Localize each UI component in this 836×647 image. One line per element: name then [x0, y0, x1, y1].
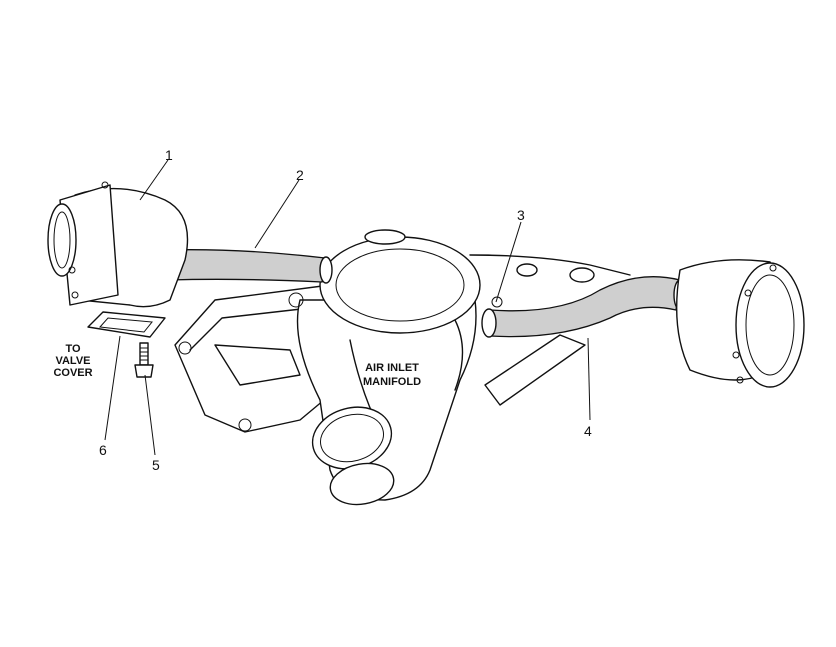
svg-text:AIR INLET: AIR INLET [365, 362, 419, 374]
right-air-hose [481, 276, 687, 338]
callout-4: 4 [584, 423, 592, 439]
callout-3: 3 [517, 207, 525, 223]
callout-5: 5 [152, 457, 160, 473]
callout-6: 6 [99, 442, 107, 458]
callout-1: 1 [165, 147, 173, 163]
svg-text:TO: TO [65, 343, 81, 355]
air-inlet-manifold-caption: AIR INLET MANIFOLD [363, 362, 421, 388]
left-air-cleaner [47, 181, 189, 308]
air-inlet-manifold-body [174, 229, 631, 506]
svg-text:MANIFOLD: MANIFOLD [363, 376, 421, 388]
callout-2: 2 [296, 167, 304, 183]
gasket [87, 311, 166, 338]
right-air-cleaner [675, 259, 805, 388]
leader-lines [104, 159, 591, 456]
to-valve-cover-caption: TO VALVE COVER [53, 343, 92, 379]
svg-text:COVER: COVER [53, 367, 92, 379]
bolt [134, 342, 154, 378]
svg-text:VALVE: VALVE [55, 355, 90, 367]
